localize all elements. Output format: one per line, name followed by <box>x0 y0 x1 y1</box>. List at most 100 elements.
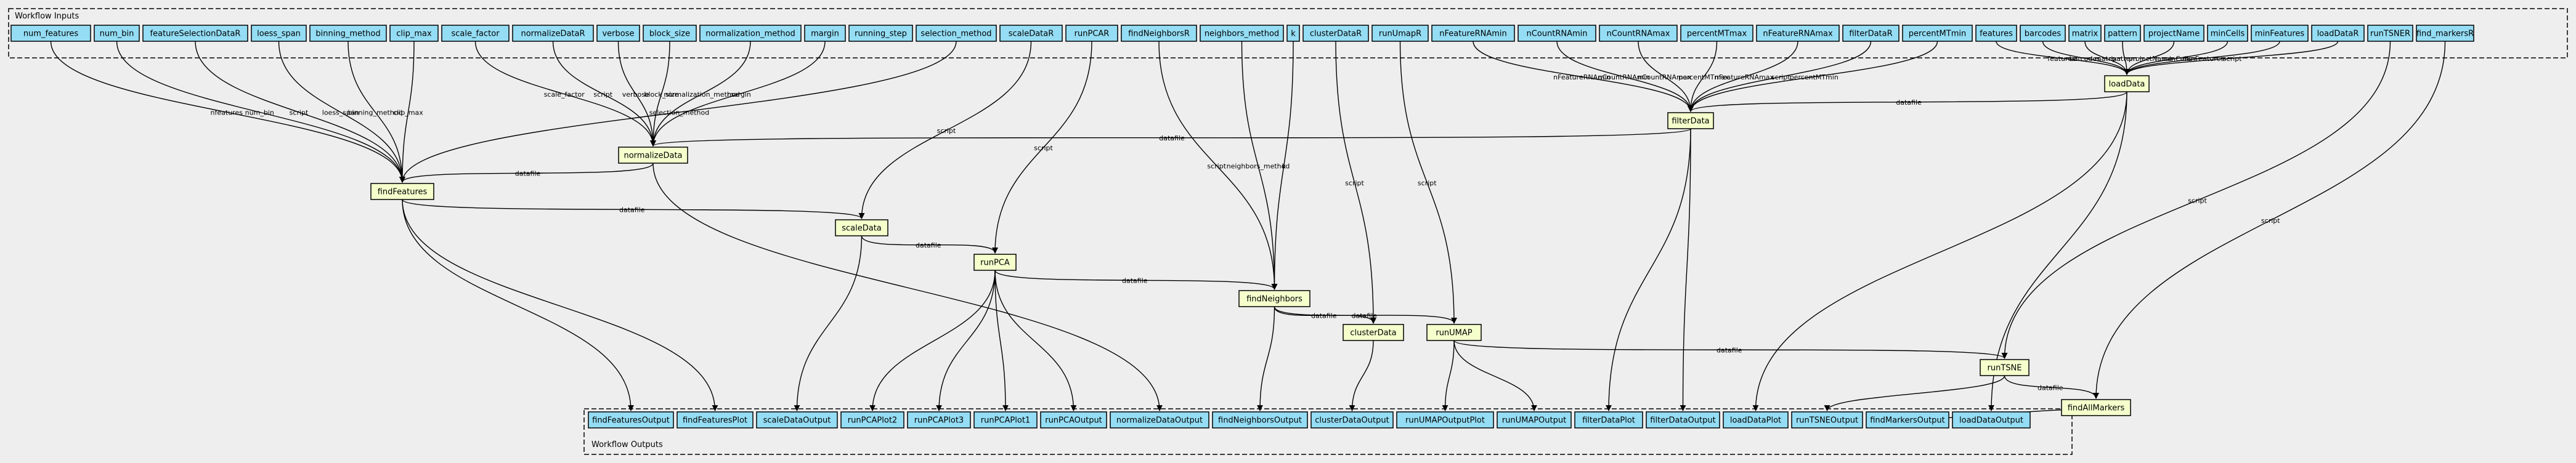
input-node-label: percentMTmax <box>1687 30 1747 39</box>
input-node-block-size[interactable]: block_size <box>643 25 697 42</box>
output-node-normalize-data-output[interactable]: normalizeDataOutput <box>1110 411 1209 429</box>
step-node-cluster-data[interactable]: clusterData <box>1343 324 1404 341</box>
output-node-cluster-data-output[interactable]: clusterDataOutput <box>1310 411 1394 429</box>
input-node-feature-selection-data-r[interactable]: featureSelectionDataR <box>142 25 248 42</box>
input-node-label: runUmapR <box>1379 30 1421 39</box>
input-node-k[interactable]: k <box>1286 25 1300 42</box>
input-node-num-features[interactable]: num_features <box>10 25 91 42</box>
input-node-scale-factor[interactable]: scale_factor <box>441 25 510 42</box>
step-node-box <box>973 254 1017 271</box>
output-node-find-features-plot[interactable]: findFeaturesPlot <box>677 411 754 429</box>
edge-label: num_bin <box>245 109 274 117</box>
input-node-label: scale_factor <box>451 30 500 39</box>
input-node-project-name[interactable]: projectName <box>2143 25 2204 42</box>
input-node-binning-method[interactable]: binning_method <box>309 25 387 42</box>
step-node-find-features[interactable]: findFeatures <box>370 183 434 200</box>
input-node-normalize-data-r[interactable]: normalizeDataR <box>512 25 594 42</box>
input-node-box <box>2416 25 2474 42</box>
input-node-n-count-rnamin[interactable]: nCountRNAmin <box>1518 25 1596 42</box>
input-node-n-feature-rnamin[interactable]: nFeatureRNAmin <box>1431 25 1515 42</box>
input-node-selection-method[interactable]: selection_method <box>916 25 997 42</box>
input-node-run-tsner[interactable]: runTSNER <box>2367 25 2413 42</box>
output-node-find-neighbors-output[interactable]: findNeighborsOutput <box>1212 411 1308 429</box>
edge-label: minFeatures <box>2182 55 2224 63</box>
output-node-run-pcaplot2[interactable]: runPCAPlot2 <box>840 411 904 429</box>
step-node-normalize-data[interactable]: normalizeData <box>618 147 688 164</box>
input-node-matrix[interactable]: matrix <box>2068 25 2102 42</box>
input-node-percent-mtmax[interactable]: percentMTmax <box>1680 25 1753 42</box>
input-node-box <box>2104 25 2141 42</box>
output-node-find-markers-output[interactable]: findMarkersOutput <box>1866 411 1949 429</box>
input-node-find-markers-r[interactable]: find_markersR <box>2416 25 2474 42</box>
input-node-margin[interactable]: margin <box>804 25 846 42</box>
output-node-run-tsneoutput[interactable]: runTSNEOutput <box>1791 411 1863 429</box>
edge-label: script <box>1207 163 1226 171</box>
input-node-label: loadDataR <box>2317 30 2359 39</box>
output-node-run-umapoutput[interactable]: runUMAPOutput <box>1497 411 1572 429</box>
output-node-scale-data-output[interactable]: scaleDataOutput <box>756 411 838 429</box>
output-node-box <box>1396 411 1494 429</box>
input-node-percent-mtmin[interactable]: percentMTmin <box>1902 25 1973 42</box>
edge-run-tsner-to-run-tsne <box>2001 41 2391 359</box>
input-node-normalization-method[interactable]: normalization_method <box>699 25 802 42</box>
output-node-run-pcaplot1[interactable]: runPCAPlot1 <box>973 411 1038 429</box>
input-node-label: projectName <box>2148 30 2200 39</box>
output-node-run-pcaoutput[interactable]: runPCAOutput <box>1040 411 1107 429</box>
input-node-run-umap-r[interactable]: runUmapR <box>1371 25 1429 42</box>
input-node-cluster-data-r[interactable]: clusterDataR <box>1302 25 1369 42</box>
input-node-verbose[interactable]: verbose <box>596 25 640 42</box>
edge-label: datafile <box>515 170 541 178</box>
edge-label: script <box>1034 144 1053 152</box>
output-node-run-pcaplot3[interactable]: runPCAPlot3 <box>907 411 971 429</box>
edge-label: nCountRNAmax <box>1638 73 1691 81</box>
edge-label: nCountRNAmin <box>1598 73 1650 81</box>
output-node-find-features-output[interactable]: findFeaturesOutput <box>588 411 674 429</box>
output-node-filter-data-plot[interactable]: filterDataPlot <box>1574 411 1643 429</box>
step-node-run-umap[interactable]: runUMAP <box>1426 324 1482 341</box>
input-node-n-count-rnamax[interactable]: nCountRNAmax <box>1599 25 1678 42</box>
step-node-find-all-markers[interactable]: findAllMarkers <box>2061 399 2131 416</box>
output-node-run-umapoutput-plot[interactable]: runUMAPOutputPlot <box>1396 411 1494 429</box>
edge-label: loess_span <box>322 109 359 117</box>
input-node-load-data-r[interactable]: loadDataR <box>2311 25 2365 42</box>
input-node-label: normalization_method <box>705 30 795 39</box>
input-node-box <box>2311 25 2365 42</box>
edge-cluster-data-to-cluster-data-output <box>1349 340 1374 411</box>
input-node-barcodes[interactable]: barcodes <box>2020 25 2066 42</box>
input-node-filter-data-r[interactable]: filterDataR <box>1842 25 1899 42</box>
step-node-run-pca[interactable]: runPCA <box>973 254 1017 271</box>
input-node-run-pcar[interactable]: runPCAR <box>1065 25 1118 42</box>
step-node-filter-data[interactable]: filterData <box>1667 112 1714 129</box>
step-node-run-tsne[interactable]: runTSNE <box>1980 359 2030 376</box>
input-node-min-features[interactable]: minFeatures <box>2251 25 2309 42</box>
edge-run-pca-to-run-pcaplot2 <box>869 270 996 411</box>
output-node-load-data-output[interactable]: loadDataOutput <box>1952 411 2031 429</box>
edge-normalize-data-to-find-features <box>399 163 654 183</box>
input-node-running-step[interactable]: running_step <box>848 25 913 42</box>
input-node-features[interactable]: features <box>1975 25 2017 42</box>
input-node-loess-span[interactable]: loess_span <box>251 25 307 42</box>
step-node-label: normalizeData <box>624 151 682 161</box>
input-node-min-cells[interactable]: minCells <box>2207 25 2248 42</box>
output-node-filter-data-output[interactable]: filterDataOutput <box>1646 411 1720 429</box>
output-node-box <box>907 411 971 429</box>
edge-run-umap-to-run-tsne <box>1453 340 2008 359</box>
edge-label: selection_method <box>649 109 709 117</box>
input-node-scale-data-r[interactable]: scaleDataR <box>999 25 1063 42</box>
input-node-neighbors-method[interactable]: neighbors_method <box>1200 25 1284 42</box>
input-node-num-bin[interactable]: num_bin <box>94 25 140 42</box>
step-node-scale-data[interactable]: scaleData <box>835 219 888 236</box>
input-node-clip-max[interactable]: clip_max <box>389 25 439 42</box>
input-node-box <box>512 25 594 42</box>
output-node-box <box>677 411 754 429</box>
outputs-cluster <box>583 408 2073 455</box>
input-node-pattern[interactable]: pattern <box>2104 25 2141 42</box>
output-node-load-data-plot[interactable]: loadDataPlot <box>1723 411 1789 429</box>
step-node-load-data[interactable]: loadData <box>2104 75 2150 92</box>
input-node-find-neighbors-r[interactable]: findNeighborsR <box>1121 25 1197 42</box>
input-node-n-feature-rnamax[interactable]: nFeatureRNAmax <box>1756 25 1840 42</box>
step-node-find-neighbors[interactable]: findNeighbors <box>1238 290 1310 307</box>
edge-label: verbose <box>622 91 649 99</box>
input-node-box <box>1371 25 1429 42</box>
